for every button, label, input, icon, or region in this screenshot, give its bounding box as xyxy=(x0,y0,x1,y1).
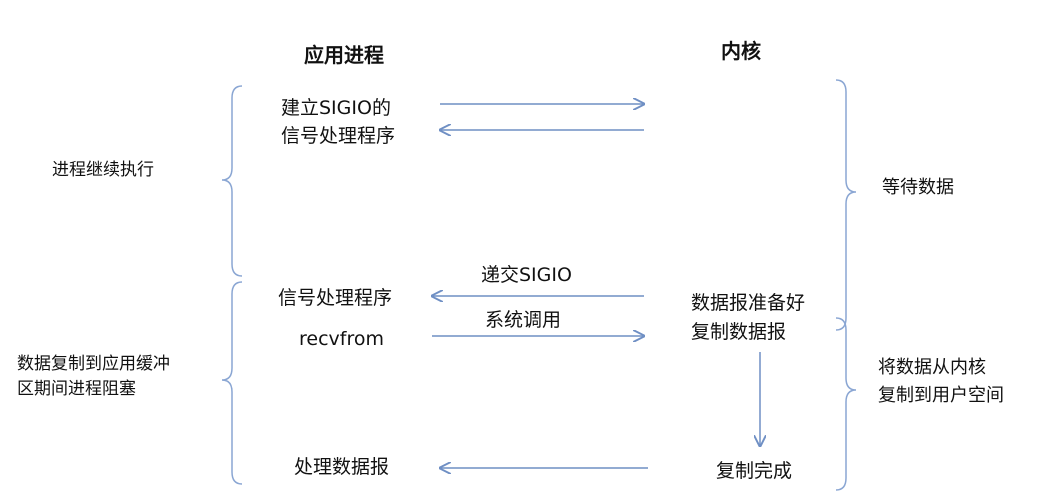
app-recvfrom: recvfrom xyxy=(299,328,384,350)
arrow-label-deliver-sigio: 递交SIGIO xyxy=(481,264,572,286)
kernel-copy-datagram: 复制数据报 xyxy=(691,321,787,343)
app-process-datagram: 处理数据报 xyxy=(294,456,390,478)
label-wait-data: 等待数据 xyxy=(882,177,954,198)
label-blocked-line1: 数据复制到应用缓冲 xyxy=(17,354,170,374)
right-brace-wait xyxy=(835,79,857,331)
app-setup-line2: 信号处理程序 xyxy=(281,125,396,147)
label-copy-line2: 复制到用户空间 xyxy=(878,385,1004,406)
kernel-copy-done: 复制完成 xyxy=(716,460,793,482)
kernel-datagram-ready: 数据报准备好 xyxy=(691,292,806,314)
app-signal-handler: 信号处理程序 xyxy=(278,287,393,309)
left-brace-blocked xyxy=(221,281,243,485)
label-blocked-line2: 区期间进程阻塞 xyxy=(17,379,136,399)
app-setup-line1: 建立SIGIO的 xyxy=(281,97,391,119)
label-process-continue: 进程继续执行 xyxy=(52,160,154,180)
label-copy-line1: 将数据从内核 xyxy=(878,357,986,378)
right-brace-copy xyxy=(835,317,857,491)
header-app-process: 应用进程 xyxy=(304,43,384,67)
header-kernel: 内核 xyxy=(721,39,761,63)
arrow-label-syscall: 系统调用 xyxy=(485,309,562,331)
left-brace-continue xyxy=(221,85,243,277)
